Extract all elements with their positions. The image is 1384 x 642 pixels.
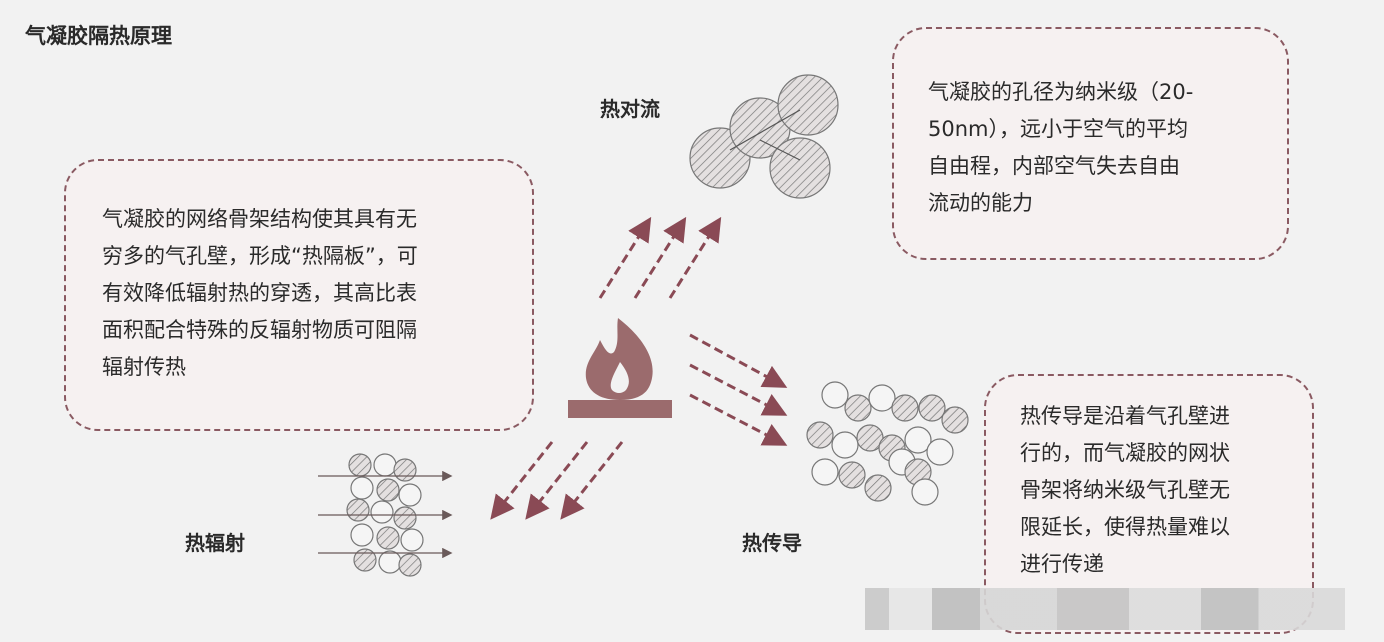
text-line: 自由程，内部空气失去自由 bbox=[928, 154, 1180, 178]
label-radiation: 热辐射 bbox=[185, 531, 245, 555]
text-line: 热传导是沿着气孔壁进 bbox=[1020, 404, 1230, 428]
text-line: 骨架将纳米级气孔壁无 bbox=[1020, 478, 1230, 502]
diagram-title: 气凝胶隔热原理 bbox=[25, 24, 172, 48]
radiation-particles bbox=[346, 453, 424, 577]
text-line: 限延长，使得热量难以 bbox=[1020, 515, 1230, 539]
conduction-particles bbox=[806, 381, 969, 506]
convection-particles bbox=[689, 74, 839, 199]
radiation-arrows bbox=[318, 470, 453, 559]
watermark-mosaic bbox=[865, 588, 1345, 630]
text-line: 进行传递 bbox=[1020, 552, 1104, 576]
text-line: 50nm），远小于空气的平均 bbox=[928, 117, 1188, 141]
label-convection: 热对流 bbox=[600, 97, 660, 121]
flame-icon bbox=[568, 318, 672, 418]
text-line: 辐射传热 bbox=[102, 355, 186, 379]
text-line: 面积配合特殊的反辐射物质可阻隔 bbox=[102, 318, 417, 342]
text-line: 行的，而气凝胶的网状 bbox=[1020, 441, 1230, 465]
convection-description-box: 气凝胶的孔径为纳米级（20- 50nm），远小于空气的平均 自由程，内部空气失去… bbox=[892, 27, 1289, 260]
text-line: 穷多的气孔壁，形成“热隔板”，可 bbox=[102, 244, 418, 268]
label-conduction: 热传导 bbox=[742, 531, 802, 555]
text-line: 气凝胶的网络骨架结构使其具有无 bbox=[102, 207, 417, 231]
text-line: 流动的能力 bbox=[928, 191, 1033, 215]
arrow-icon bbox=[490, 216, 788, 520]
text-line: 气凝胶的孔径为纳米级（20- bbox=[928, 80, 1194, 104]
radiation-description-box: 气凝胶的网络骨架结构使其具有无 穷多的气孔壁，形成“热隔板”，可 有效降低辐射热… bbox=[64, 159, 534, 431]
text-line: 有效降低辐射热的穿透，其高比表 bbox=[102, 281, 417, 305]
